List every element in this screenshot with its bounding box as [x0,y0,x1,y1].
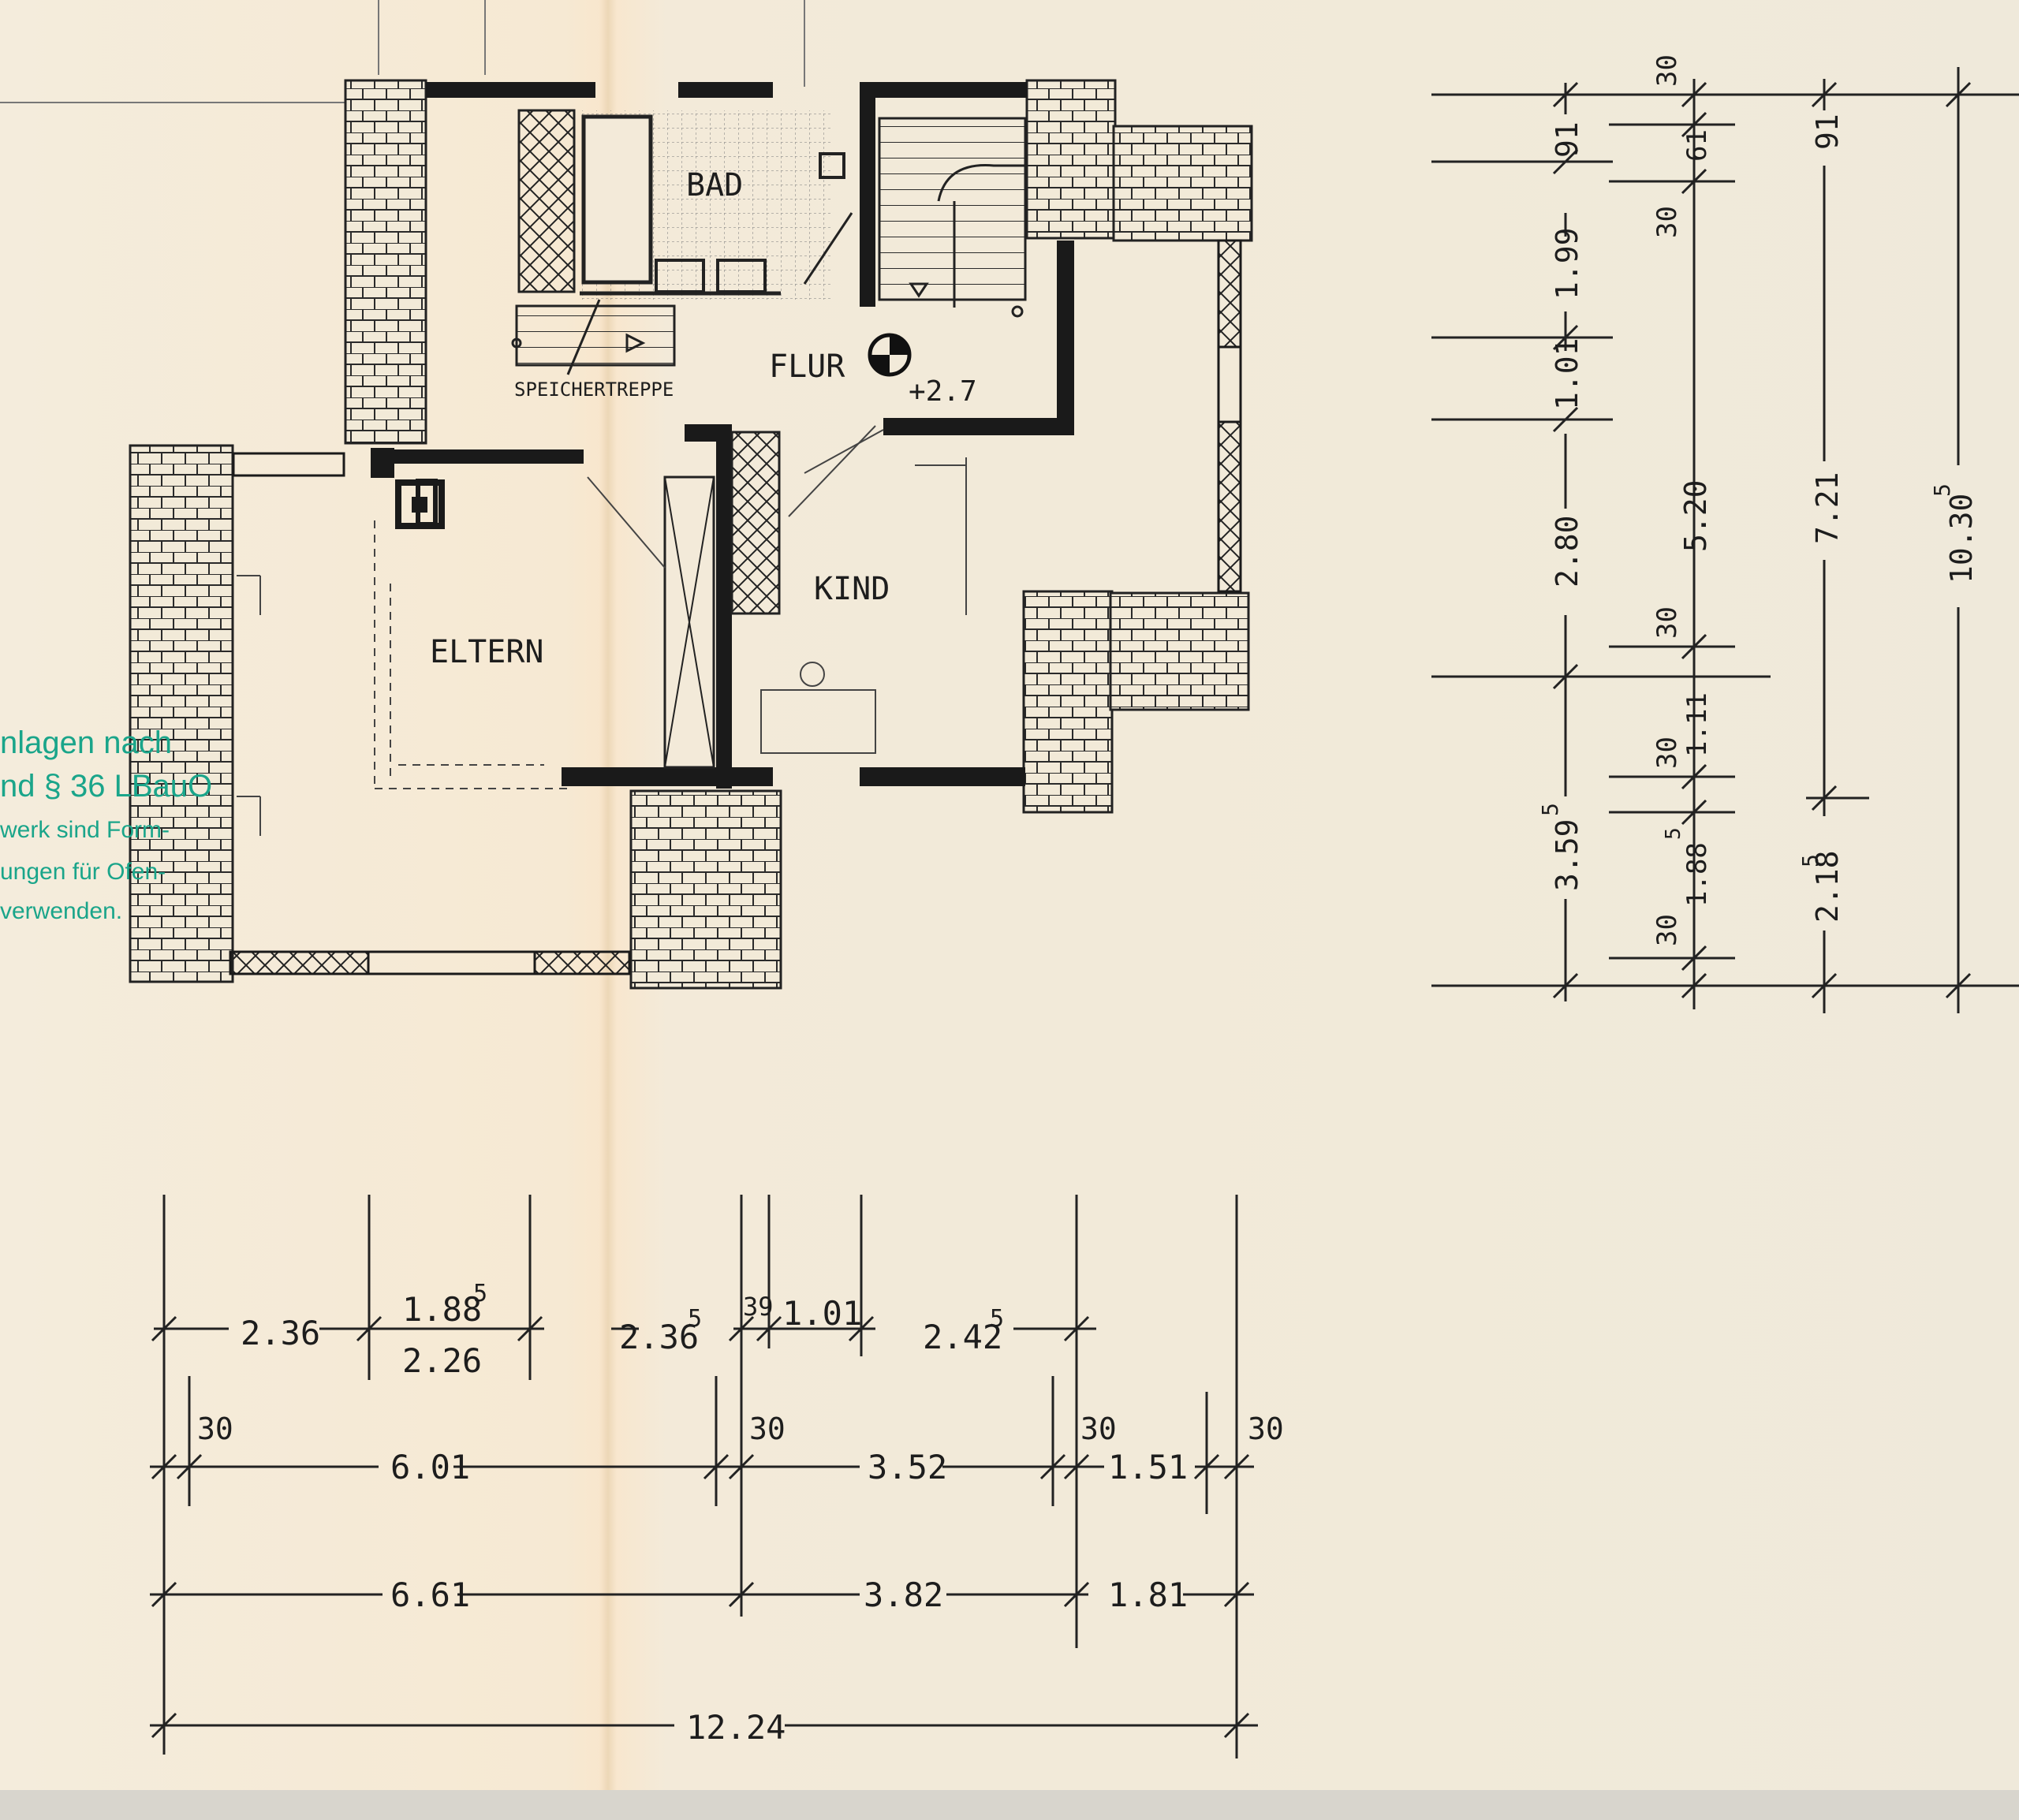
level-label: +2.7 [909,375,977,408]
staircase [803,117,1027,318]
horizontal-dimension-text: 2.36 1.88 5 2.26 2.36 5 39 1.01 2.42 5 3… [197,1280,1284,1747]
dim-h2-a: 6.01 [390,1448,470,1486]
side-note-line-5: verwenden. [0,898,122,924]
dim-h1-a: 2.36 [241,1314,320,1352]
side-note-line-2: nd § 36 LBauO [0,769,212,804]
dim-h1-d: 39 [743,1292,774,1322]
chimney [395,479,445,529]
dim-v2-i: 30 [1651,914,1683,946]
dim-v3-b: 7.21 [1810,472,1845,544]
dim-v1-e: 3.59 [1550,819,1584,891]
dim-h2-w4: 30 [1248,1412,1284,1446]
dim-v3-c: 2.18 [1810,850,1845,923]
room-label-flur: FLUR [769,349,845,385]
dim-h2-c: 1.51 [1108,1448,1188,1486]
dim-h2-w1: 30 [197,1412,233,1446]
dim-v1-a: 91 [1550,121,1584,158]
horizontal-dimension-lines [150,1195,1258,1758]
side-note: nlagen nach nd § 36 LBauO werk sind Form… [0,725,212,924]
dim-v2-g: 30 [1651,737,1683,769]
scan-edge [0,1790,2019,1820]
dim-h2-w3: 30 [1080,1412,1117,1446]
dim-v2-h-sup: 5 [1662,827,1685,840]
dim-h1-c-sup: 5 [688,1305,702,1333]
room-label-bad: BAD [686,167,743,203]
dim-h3-a: 6.61 [390,1576,470,1614]
window-bottom-left [229,950,370,975]
roof-band-right-lower [1022,590,1114,814]
roof-band-top-right [1025,79,1117,240]
dim-h3-c: 1.81 [1108,1576,1188,1614]
dim-v3-a: 91 [1810,114,1845,150]
roof-band-left-upper [344,79,427,445]
roof-bands [129,79,1253,990]
dim-h1-b-bottom: 2.26 [402,1341,482,1380]
window-right-upper [1217,239,1242,349]
dim-v4-total-sup: 5 [1929,483,1955,497]
dim-v1-d: 2.80 [1550,515,1584,587]
dim-h1-c: 2.36 [619,1318,699,1356]
window-right-lower [1217,420,1242,593]
bathroom [517,109,845,300]
room-label-kind: KIND [814,571,890,607]
kind-furniture [760,429,967,754]
dim-h2-b: 3.52 [868,1448,947,1486]
construction-lines [0,0,805,103]
dim-v4-total: 10.30 [1944,494,1979,584]
dim-v2-c: 30 [1651,206,1683,238]
toilet [819,152,845,179]
window-bottom-right [533,950,631,975]
dim-h1-e: 1.01 [782,1294,862,1333]
side-note-line-3: werk sind Form- [0,817,170,843]
attic-stair-label: SPEICHERTREPPE [514,379,674,401]
level-marker-symbol [868,333,912,377]
vertical-dimension-text: 91 1.99 1.01 2.80 3.59 5 30 61 30 5.20 3… [1537,54,1979,946]
wardrobe-kind [730,431,781,615]
dim-v2-f: 1.11 [1681,692,1713,757]
side-note-line-1: nlagen nach [0,725,172,760]
wardrobe-eltern [663,476,715,769]
roof-band-right-lower-wing [1109,591,1250,711]
dim-v2-h: 1.88 [1681,842,1713,907]
dim-h3-b: 3.82 [864,1576,943,1614]
dim-h4-total: 12.24 [686,1708,786,1747]
dim-v2-a: 30 [1651,54,1683,87]
vertical-dimension-lines [1431,67,2019,1013]
bathtub [581,114,653,285]
dim-h1-f: 2.42 [923,1318,1002,1356]
roof-band-top-right-wing [1112,125,1253,242]
roof-band-bottom-mid [629,789,782,990]
eltern-furniture [374,520,568,789]
dim-h2-w2: 30 [749,1412,786,1446]
dim-v3-c-sup: 5 [1797,854,1823,867]
attic-stair [511,299,676,375]
dim-h1-f-sup: 5 [990,1305,1004,1333]
dim-h1-b-top: 1.88 [402,1290,482,1329]
room-label-eltern: ELTERN [430,634,544,670]
paper-fold [599,0,617,1820]
dim-v2-e: 30 [1651,606,1683,639]
dim-v1-e-sup: 5 [1537,803,1563,816]
window-left-small [232,452,345,477]
exterior-walls [371,82,1074,789]
dim-v1-b: 1.99 [1550,227,1584,300]
dim-v2-d: 5.20 [1678,479,1713,552]
dim-v2-b: 61 [1681,129,1713,162]
dim-v1-c: 1.01 [1550,338,1584,410]
dim-h1-b-top-sup: 5 [473,1280,487,1307]
roof-band-left-lower [129,444,234,983]
side-note-line-4: ungen für Ofen- [0,859,166,885]
